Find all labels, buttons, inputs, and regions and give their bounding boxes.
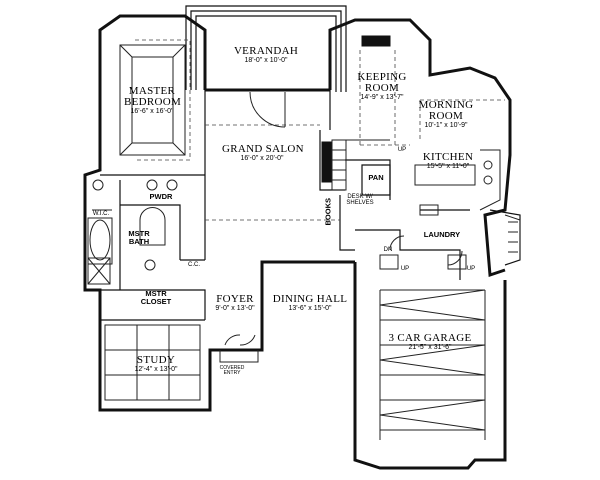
verandah-label: VERANDAH 18'-0" x 10'-0": [228, 45, 304, 65]
covered-entry-label: COVERED ENTRY: [218, 366, 246, 376]
foyer-dim: 9'-0" x 13'-0": [215, 305, 255, 312]
study-dim: 12'-4" x 13'-0": [134, 366, 178, 373]
master-tray-ceiling: [119, 44, 186, 156]
staircase: [331, 139, 390, 191]
garage-up-label-left: UP: [400, 266, 410, 272]
keeping-name-2: ROOM: [364, 82, 400, 94]
interior-walls: [100, 90, 521, 321]
mstr-bath-name-2: BATH: [128, 236, 150, 246]
dining-name: DINING HALL: [272, 293, 348, 305]
laundry-label: LAUNDRY: [423, 230, 461, 239]
keeping-room-label: KEEPING ROOM 14'-9" x 13'-7": [352, 71, 412, 102]
study-label: STUDY 12'-4" x 13'-0": [124, 354, 188, 374]
entry-name-2: ENTRY: [223, 370, 241, 376]
ceiling-dashed-lines: [135, 39, 505, 221]
bath-fixtures: [87, 179, 178, 285]
stair-up-label: UP: [397, 147, 407, 153]
grand-salon-label: GRAND SALON 16'-0" x 20'-0": [222, 143, 304, 163]
kitchen-label: KITCHEN 15'-5" x 11'-0": [416, 151, 480, 171]
kitchen-dim: 15'-5" x 11'-0": [426, 163, 470, 170]
master-name-2: BEDROOM: [124, 96, 182, 108]
garage-name: 3 CAR GARAGE: [388, 332, 472, 344]
kitchen-name: KITCHEN: [422, 151, 474, 163]
keeping-dim: 14'-9" x 13'-7": [360, 94, 404, 101]
keeping-fireplace: [361, 35, 391, 47]
side-deck: [504, 214, 521, 260]
verandah-outline: [185, 5, 347, 92]
desk-name-1: DESK W/: [347, 194, 373, 200]
desk-label: DESK W/ SHELVES: [342, 194, 378, 206]
dining-hall-label: DINING HALL 13'-6" x 15'-0": [272, 293, 348, 313]
salon-fireplace: [321, 141, 333, 183]
kitchen-fixtures: [414, 149, 501, 216]
garage-bays: [379, 289, 486, 440]
mstr-bath-name-1: MSTR: [128, 229, 150, 238]
pwdr-label: PWDR: [149, 192, 173, 201]
verandah-name: VERANDAH: [233, 45, 299, 57]
study-bookshelves: [104, 324, 201, 401]
morning-dim: 10'-1" x 10'-9": [424, 122, 468, 129]
garage-steps: [379, 254, 467, 270]
cc-label: C.C.: [188, 262, 200, 268]
salon-name: GRAND SALON: [222, 143, 304, 155]
master-name-1: MASTER: [128, 85, 176, 97]
mstr-closet-name-2: CLOSET: [140, 296, 172, 306]
morning-name-2: ROOM: [428, 110, 464, 122]
entry-steps: [219, 350, 259, 363]
master-bedroom-label: MASTER BEDROOM 16'-6" x 16'-0": [124, 85, 182, 116]
entry-name-1: COVERED: [219, 365, 245, 371]
exterior-walls: [83, 14, 512, 470]
foyer-name: FOYER: [216, 293, 254, 305]
verandah-dim: 18'-0" x 10'-0": [244, 57, 288, 64]
master-dim: 16'-6" x 16'-0": [130, 108, 174, 115]
pan-label: PAN: [368, 173, 384, 182]
wic-label: W.I.C.: [92, 211, 110, 217]
mstr-closet-name-1: MSTR: [145, 289, 167, 298]
door-swings: [224, 91, 463, 346]
garage-dim: 21'-5" x 31'-6": [408, 344, 452, 351]
morning-name-1: MORNING: [418, 99, 474, 111]
mstr-closet-label: MSTR CLOSET: [136, 290, 176, 305]
morning-room-label: MORNING ROOM 10'-1" x 10'-9": [418, 99, 474, 130]
garage-up-label-right: UP: [466, 266, 476, 272]
mstr-bath-label: MSTR BATH: [124, 230, 154, 245]
desk-name-2: SHELVES: [346, 200, 374, 206]
down-label: DN: [383, 247, 393, 253]
books-label: BOOKS: [323, 198, 333, 226]
study-name: STUDY: [136, 354, 176, 366]
keeping-name-1: KEEPING: [357, 71, 407, 83]
salon-dim: 16'-0" x 20'-0": [240, 155, 284, 162]
dining-dim: 13'-6" x 15'-0": [288, 305, 332, 312]
foyer-label: FOYER 9'-0" x 13'-0": [208, 293, 262, 313]
garage-label: 3 CAR GARAGE 21'-5" x 31'-6": [382, 332, 478, 352]
